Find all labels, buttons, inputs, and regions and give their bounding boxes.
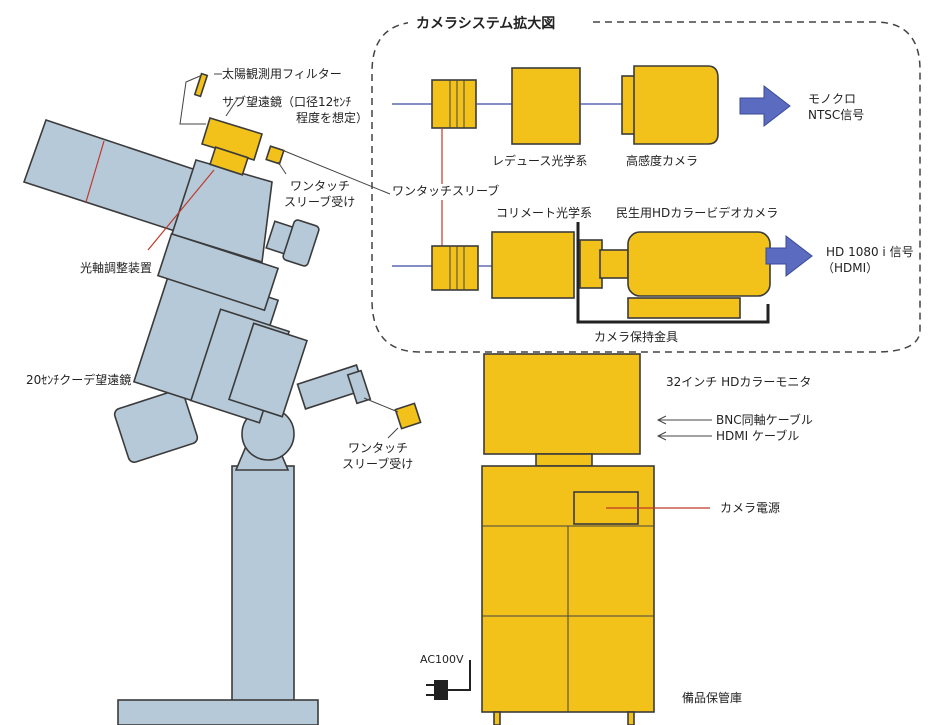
label-ac100v: AC100V: [420, 653, 464, 666]
main-telescope-tube: [22, 118, 197, 234]
pier-base: [117, 699, 319, 725]
label-cabinet: 備品保管庫: [682, 690, 742, 705]
monitor-screen: [483, 353, 641, 455]
bracket-l: [576, 304, 770, 324]
focuser-knob-cap: [282, 219, 320, 267]
label-solar-filter: 太陽観測用フィルター: [222, 66, 342, 81]
telescope-head: [170, 159, 273, 264]
label-axis-adjust: 光軸調整装置: [80, 260, 152, 275]
ac-plug-icon: [426, 660, 471, 700]
sub-telescope-mount: [209, 146, 249, 176]
one-touch-receiver-bottom: [394, 402, 422, 430]
label-hd-camera: 民生用HDカラービデオカメラ: [616, 205, 778, 220]
collimator-block: [491, 231, 575, 299]
label-hd-signal-1: HD 1080 i 信号: [826, 245, 914, 259]
eyepiece-cap: [346, 369, 372, 405]
label-main-scope: 20ｾﾝﾁクーデ望遠鏡: [26, 372, 131, 387]
high-sensitivity-camera: [621, 65, 719, 145]
label-sub-scope-2: 程度を想定）: [296, 110, 368, 125]
hd-camera-body: [627, 231, 771, 297]
sleeve-bottom: [431, 245, 479, 291]
sleeve-top: [431, 79, 477, 129]
hd-camera-lens: [579, 239, 603, 289]
label-hs-camera: 高感度カメラ: [626, 153, 698, 168]
label-hdmi-cable: HDMI ケーブル: [716, 428, 799, 443]
label-mono-1: モノクロ: [808, 92, 856, 106]
label-sub-scope-1: サブ望遠鏡（口径12ｾﾝﾁ: [222, 94, 351, 109]
pier-column: [231, 465, 295, 707]
label-one-touch-a-1: ワンタッチ: [290, 179, 350, 193]
label-one-touch-b-1: ワンタッチ: [348, 441, 408, 455]
label-mono-2: NTSC信号: [808, 108, 864, 122]
camera-system-frame: [371, 21, 921, 353]
label-reducer-optics: レデュース光学系: [492, 153, 587, 168]
one-touch-receiver-top: [265, 145, 285, 165]
label-one-touch-sleeve: ワンタッチスリーブ: [392, 183, 499, 198]
label-monitor: 32インチ HDカラーモニタ: [666, 375, 811, 389]
sub-telescope: [201, 117, 263, 161]
label-bnc-cable: BNC同軸ケーブル: [716, 412, 813, 427]
label-one-touch-b-2: スリーブ受け: [342, 456, 413, 471]
label-hd-signal-2: （HDMI）: [822, 261, 878, 275]
label-camera-bracket: カメラ保持金具: [594, 329, 678, 344]
hd-camera-neck: [599, 249, 629, 279]
cabinet-foot-left: [493, 711, 501, 725]
label-camera-power: カメラ電源: [720, 501, 780, 515]
cabinet-foot-right: [627, 711, 635, 725]
monitor-stand: [535, 453, 593, 467]
label-one-touch-a-2: スリーブ受け: [284, 194, 355, 209]
mount-side-block: [228, 322, 308, 418]
label-collimator: コリメート光学系: [496, 205, 592, 220]
reducer-optics-block: [511, 67, 581, 145]
hd-camera-base: [627, 297, 741, 319]
solar-filter-part: [193, 72, 209, 98]
mono-signal-arrow: [739, 84, 791, 128]
hd-signal-arrow: [765, 234, 813, 278]
counterweight: [113, 389, 199, 463]
camera-system-title: カメラシステム拡大図: [416, 15, 555, 32]
